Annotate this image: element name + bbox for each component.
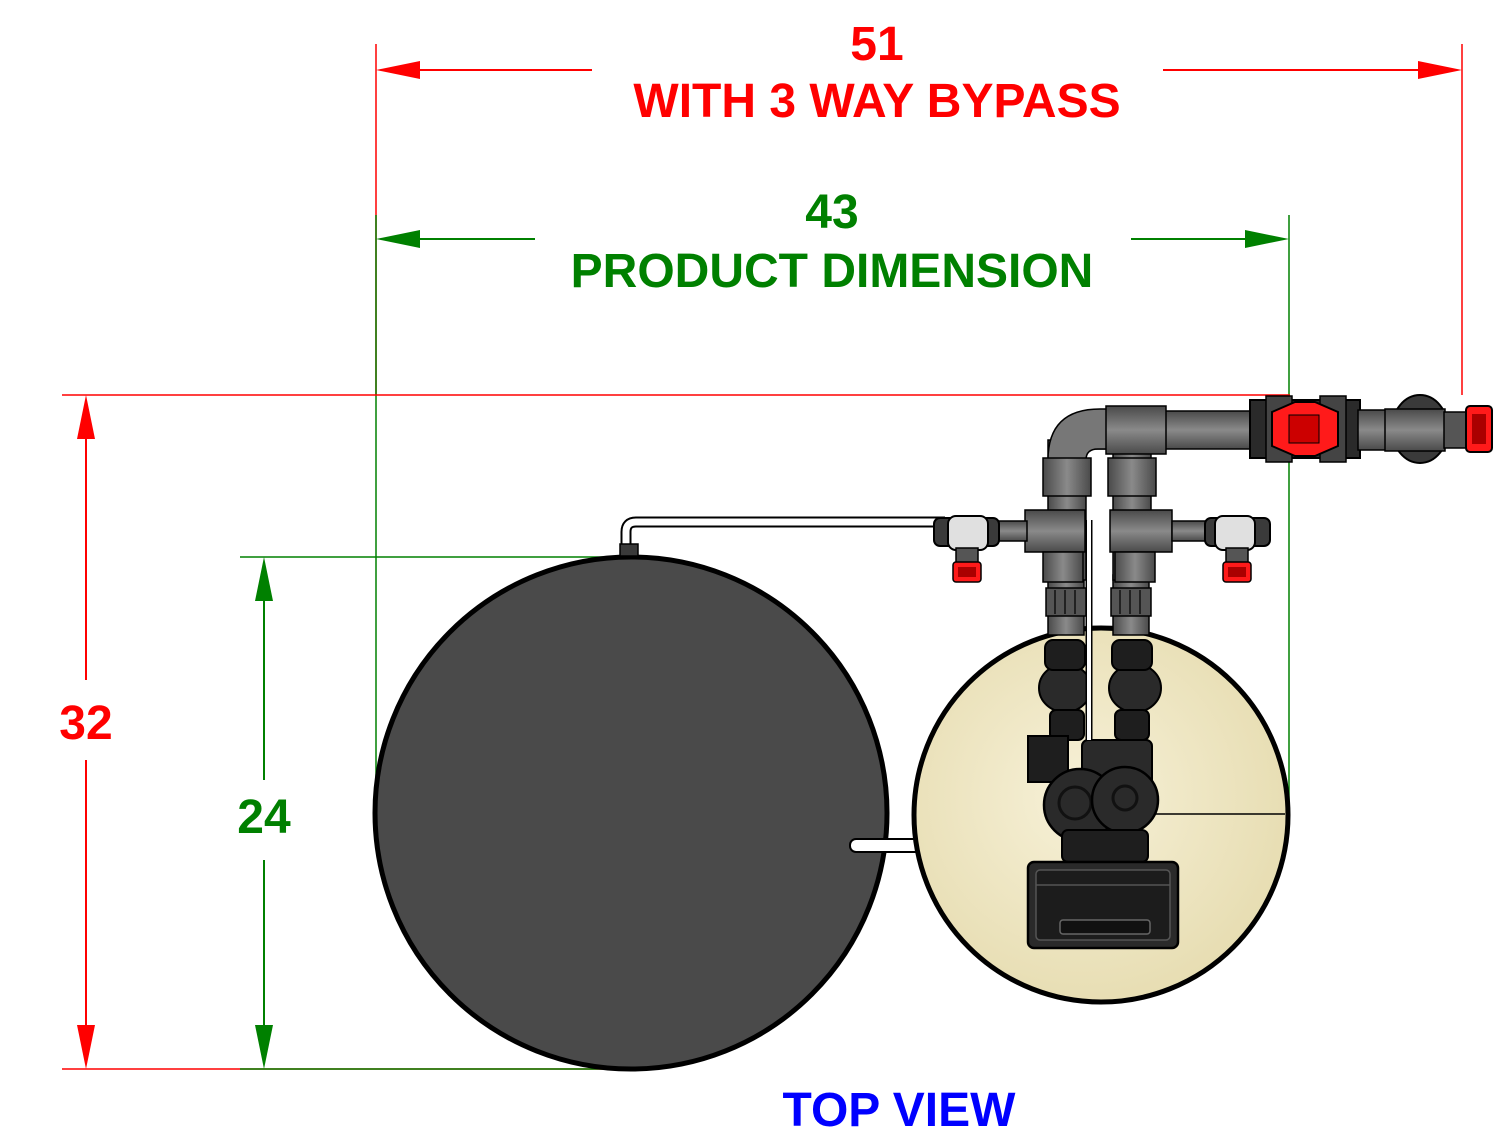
view-label: TOP VIEW [783,1084,1017,1137]
inlet-pressure-gauge [933,515,1000,583]
tank-diameter-dimension [240,556,630,1070]
product-width-dimension [375,215,1290,810]
control-valve [1026,520,1180,950]
bypass-ball-valve [1249,394,1493,464]
brine-tank [372,554,890,1072]
outlet-pressure-gauge [1204,515,1271,583]
tank-diameter-value: 24 [237,791,291,844]
overall-width-note: WITH 3 WAY BYPASS [633,75,1120,128]
product-width-note: PRODUCT DIMENSION [571,245,1094,298]
overall-width-value: 51 [850,18,903,71]
product-width-value: 43 [805,186,858,239]
overall-depth-value: 32 [59,697,112,750]
inlet-outlet-piping [994,405,1261,583]
drain-line [619,516,945,557]
